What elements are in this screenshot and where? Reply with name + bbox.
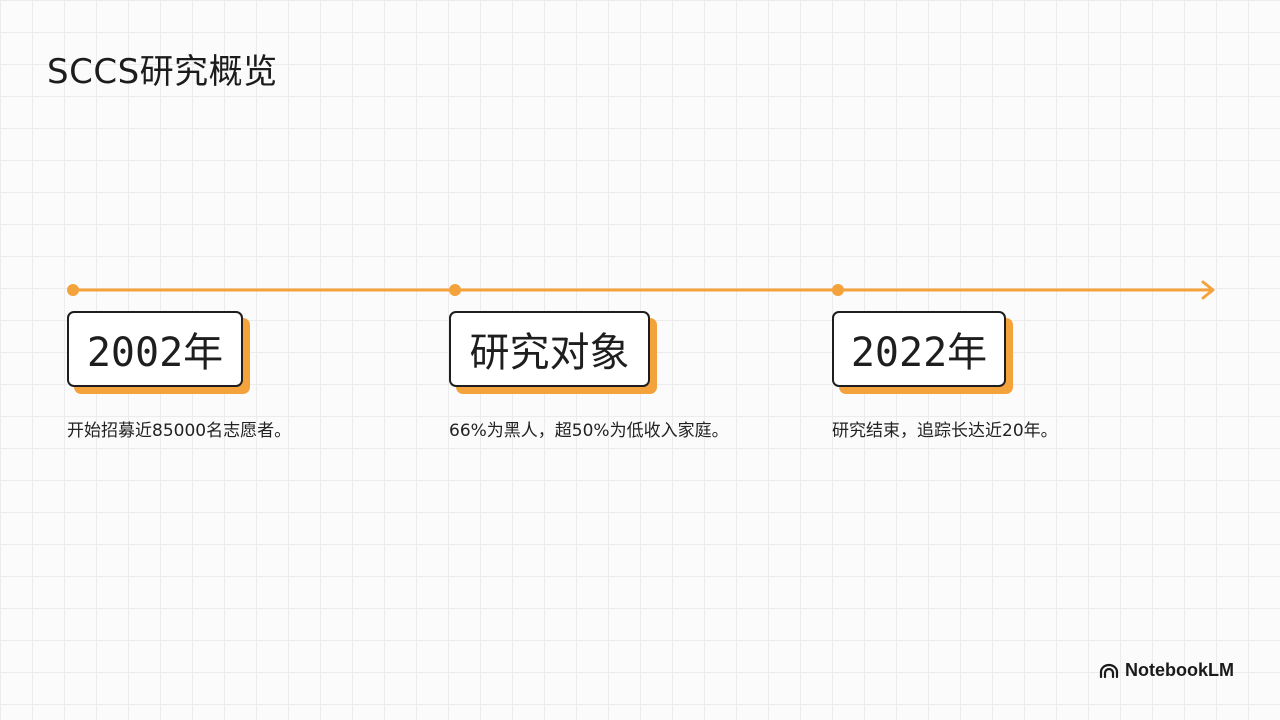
timeline-dot-3 xyxy=(832,284,844,296)
brand-name: NotebookLM xyxy=(1125,660,1234,680)
timeline-arrow-icon xyxy=(1201,280,1215,300)
timeline-event-description: 研究结束，追踪长达近20年。 xyxy=(832,421,1058,441)
timeline-event-label: 2002年 xyxy=(86,330,224,376)
page-title: SCCS研究概览 xyxy=(47,52,278,92)
notebooklm-logo-icon xyxy=(1099,663,1119,678)
timeline-event-label: 研究对象 xyxy=(469,330,630,376)
timeline-event-description: 开始招募近85000名志愿者。 xyxy=(67,421,292,441)
notebooklm-brand: NotebookLM xyxy=(1099,660,1234,681)
timeline-event-description: 66%为黑人，超50%为低收入家庭。 xyxy=(449,421,729,441)
timeline-dot-2 xyxy=(449,284,461,296)
timeline-event-box-3: 2022年 xyxy=(832,311,1006,387)
timeline-event-label: 2022年 xyxy=(850,330,988,376)
timeline-event-box-1: 2002年 xyxy=(67,311,243,387)
timeline-dot-1 xyxy=(67,284,79,296)
timeline-event-box-2: 研究对象 xyxy=(449,311,650,387)
